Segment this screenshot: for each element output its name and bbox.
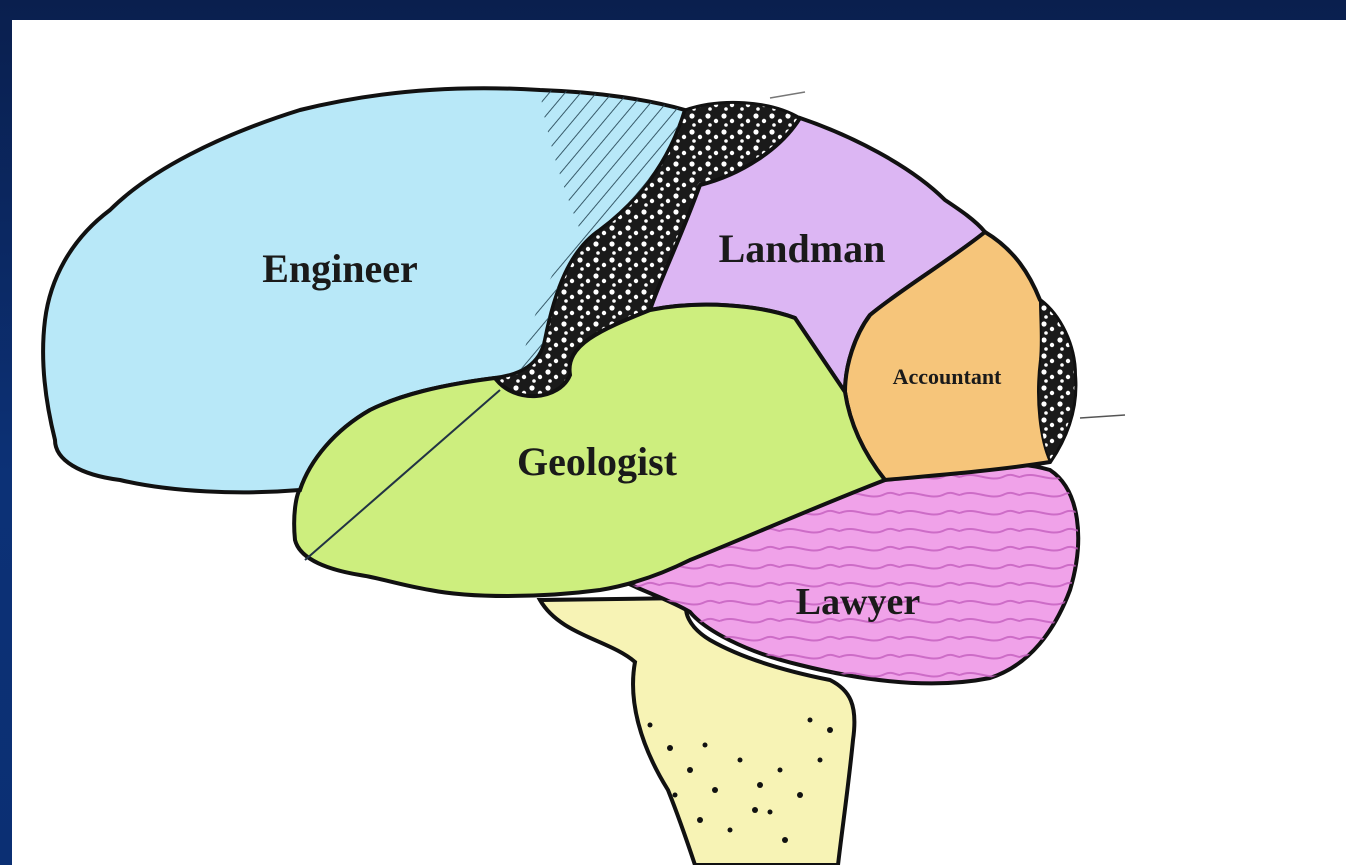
accountant-label: Accountant — [893, 364, 1002, 389]
lawyer-label: Lawyer — [796, 581, 921, 623]
pointer-line-top — [770, 92, 805, 98]
occipital-gyri-edge — [1038, 300, 1075, 462]
engineer-label: Engineer — [262, 246, 418, 291]
landman-label: Landman — [719, 226, 886, 271]
geologist-label: Geologist — [517, 439, 678, 484]
pointer-line-right — [1080, 415, 1125, 418]
